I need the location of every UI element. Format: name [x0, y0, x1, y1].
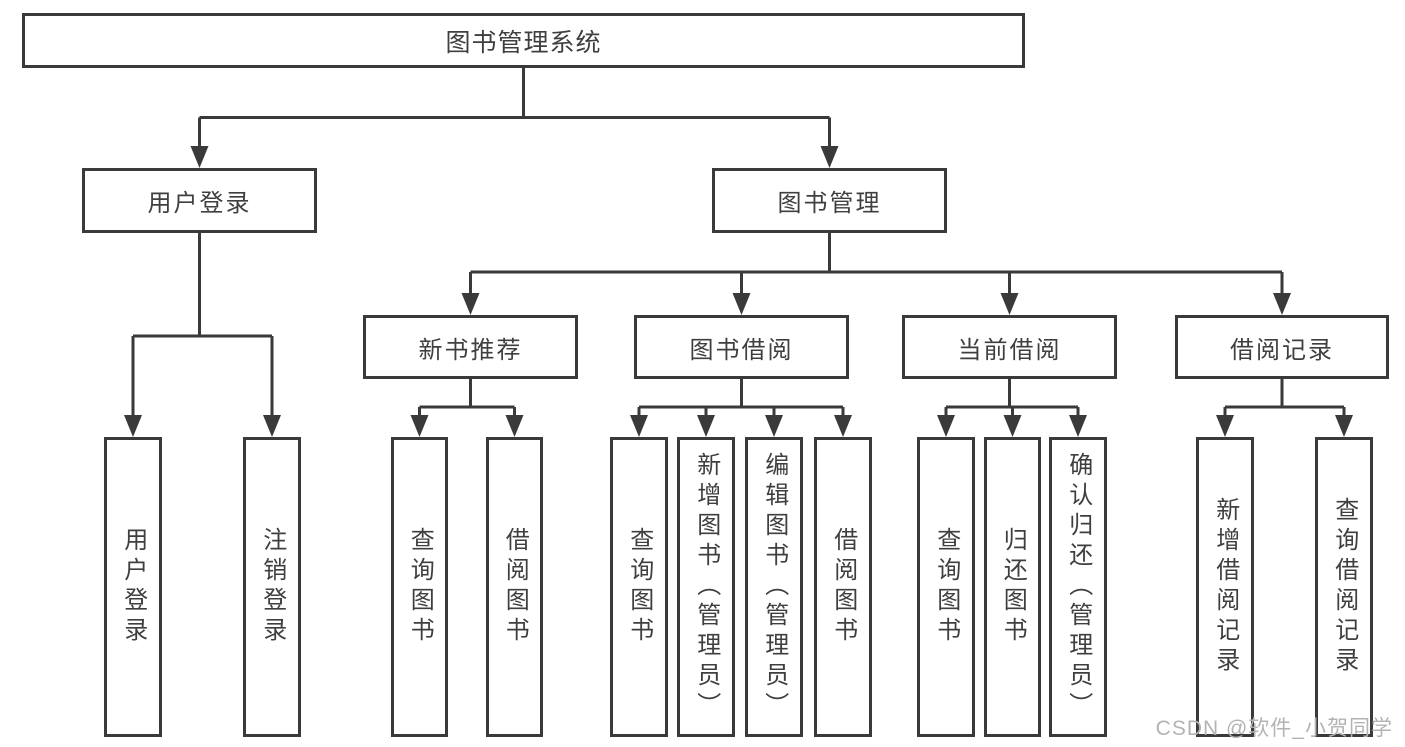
leaf-label: 查询图书 [406, 527, 434, 647]
leaf-logout: 注销登录 [243, 437, 301, 737]
node-label: 借阅记录 [1230, 336, 1334, 364]
node-current-borrow: 当前借阅 [902, 315, 1117, 379]
node-borrow-records: 借阅记录 [1175, 315, 1389, 379]
arrow-new-book [461, 293, 480, 315]
node-book-borrow: 图书借阅 [634, 315, 849, 379]
leaf-query-books-borrow: 查询图书 [610, 437, 668, 737]
node-label: 当前借阅 [957, 336, 1062, 364]
leaf-query-books-current: 查询图书 [917, 437, 975, 737]
arrow-leaf-add-books [697, 415, 715, 437]
leaf-add-books-admin: 新增图书（管理员） [677, 437, 735, 737]
arrow-leaf-confirm-return [1069, 415, 1087, 437]
arrow-leaf-add-record [1216, 415, 1234, 437]
connector-book-borrow-children [637, 379, 845, 416]
connector-new-book-children [418, 379, 516, 416]
arrow-leaf-user-login [124, 415, 142, 437]
leaf-label: 借阅图书 [501, 527, 529, 647]
leaf-edit-books-admin: 编辑图书（管理员） [745, 437, 803, 737]
arrow-book-borrow [732, 293, 751, 315]
arrow-borrow-record [1273, 293, 1291, 315]
connector-book-mgmt-to-level3 [469, 233, 1284, 294]
leaf-label: 确认归还（管理员） [1064, 452, 1092, 722]
node-label: 图书管理系统 [445, 28, 602, 57]
leaf-label: 用户登录 [119, 527, 147, 647]
arrow-leaf-query-books-borrow [630, 415, 648, 437]
node-label: 图书管理 [777, 190, 882, 217]
leaf-label: 查询借阅记录 [1330, 497, 1358, 677]
leaf-confirm-return-admin: 确认归还（管理员） [1049, 437, 1107, 737]
leaf-label: 编辑图书（管理员） [760, 452, 788, 722]
leaf-label: 新增借阅记录 [1211, 497, 1239, 677]
node-new-book-recommend: 新书推荐 [363, 315, 578, 379]
arrow-leaf-borrow-books [834, 415, 852, 437]
leaf-label: 注销登录 [258, 527, 286, 647]
leaf-return-books: 归还图书 [984, 437, 1041, 737]
connector-borrow-record-children [1223, 379, 1346, 416]
arrow-leaf-query-record [1335, 415, 1353, 437]
arrow-leaf-edit-books [765, 415, 783, 437]
arrow-book-mgmt [820, 146, 839, 168]
arrow-leaf-return-books [1003, 415, 1022, 437]
arrow-current-borrow [1000, 293, 1019, 315]
leaf-label: 新增图书（管理员） [692, 452, 720, 722]
node-label: 图书借阅 [689, 336, 794, 364]
leaf-add-borrow-record: 新增借阅记录 [1196, 437, 1254, 737]
leaf-borrow-books-recommend: 借阅图书 [486, 437, 543, 737]
node-user-login: 用户登录 [82, 168, 317, 233]
connector-user-login-children [131, 233, 274, 416]
connector-current-borrow-children [944, 379, 1080, 416]
leaf-borrow-books: 借阅图书 [814, 437, 872, 737]
leaf-label: 查询图书 [932, 527, 960, 647]
leaf-label: 归还图书 [999, 527, 1027, 647]
leaf-label: 查询图书 [625, 527, 653, 647]
watermark-text: CSDN @软件_小贺同学 [1155, 717, 1393, 740]
node-label: 新书推荐 [418, 336, 523, 364]
arrow-user-login [190, 146, 209, 168]
leaf-query-books-recommend: 查询图书 [391, 437, 448, 737]
leaf-user-login: 用户登录 [104, 437, 162, 737]
connector-root-to-level2 [198, 68, 831, 147]
arrow-leaf-borrow-books-recommend [505, 415, 524, 437]
watermark: CSDN @软件_小贺同学 [1156, 712, 1393, 742]
node-book-management: 图书管理 [712, 168, 947, 233]
leaf-label: 借阅图书 [829, 527, 857, 647]
arrow-leaf-query-books-recommend [410, 415, 429, 437]
arrow-leaf-logout [263, 415, 281, 437]
node-library-management-system: 图书管理系统 [22, 13, 1025, 68]
arrow-leaf-query-books-current [937, 415, 955, 437]
node-label: 用户登录 [147, 190, 252, 217]
leaf-query-borrow-record: 查询借阅记录 [1315, 437, 1373, 737]
